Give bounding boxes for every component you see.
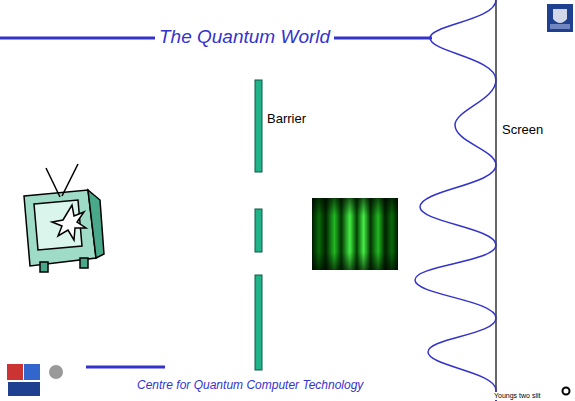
source-icon bbox=[24, 164, 104, 272]
screen-line bbox=[495, 0, 496, 401]
university-logo bbox=[547, 4, 573, 32]
interference-fringes bbox=[312, 198, 398, 270]
screen-label: Screen bbox=[502, 123, 543, 138]
slide-title: The Quantum World bbox=[155, 26, 334, 48]
partner-logos bbox=[7, 364, 63, 396]
footer-rule bbox=[86, 366, 165, 369]
slide-note: Youngs two slit bbox=[494, 392, 540, 400]
intensity-curve bbox=[415, 0, 496, 401]
barrier-label: Barrier bbox=[267, 112, 306, 127]
nav-dot bbox=[563, 388, 570, 395]
barrier bbox=[255, 80, 262, 370]
footer-text: Centre for Quantum Computer Technology bbox=[137, 379, 363, 393]
